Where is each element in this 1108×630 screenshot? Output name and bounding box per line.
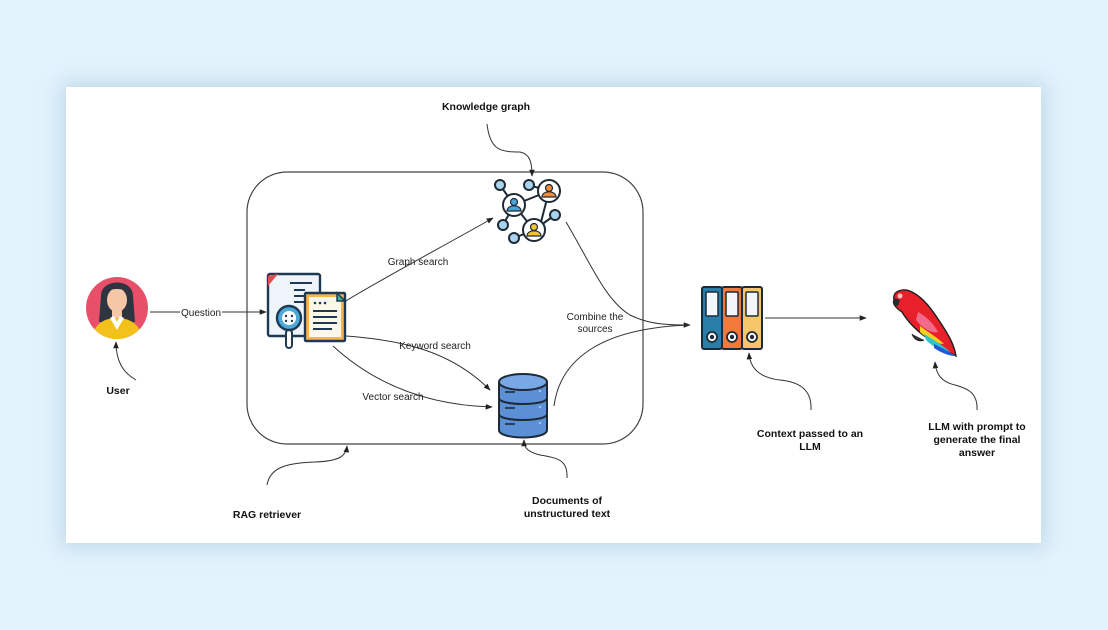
document-search-icon [266, 272, 347, 349]
knowledge-graph-label: Knowledge graph [442, 101, 530, 113]
documents-label-line2: unstructured text [524, 508, 611, 520]
knowledge-graph-icon [494, 179, 561, 244]
context-label-line2: LLM [799, 441, 821, 453]
keyword-search-edge [345, 335, 491, 391]
user-label: User [106, 385, 129, 397]
combine-label-line2: sources [577, 324, 612, 335]
rag-retriever-pointer [266, 445, 350, 486]
binders-icon [701, 286, 763, 350]
combine-label-line1: Combine the [567, 312, 624, 323]
combine-edge-from-database [553, 324, 691, 407]
rag-retriever-box [246, 171, 644, 445]
diagram-card [66, 87, 1041, 543]
llm-label-line2: generate the final [934, 434, 1021, 446]
graph-search-label: Graph search [388, 257, 449, 268]
rag-retriever-label: RAG retriever [233, 509, 301, 521]
question-edge-label: Question [181, 308, 221, 319]
user-pointer-arrow [113, 341, 137, 381]
llm-label-line1: LLM with prompt to [928, 421, 1025, 433]
context-pointer [746, 352, 812, 411]
database-icon [498, 373, 548, 439]
documents-pointer [521, 439, 568, 479]
llm-label-line3: answer [959, 447, 995, 459]
user-avatar-icon [86, 277, 148, 339]
combine-edge-from-graph [565, 221, 691, 328]
context-label-line1: Context passed to an [757, 428, 863, 440]
documents-label-line1: Documents of [532, 495, 603, 507]
parrot-icon [892, 289, 957, 358]
vector-search-edge [332, 345, 493, 410]
knowledge-graph-pointer [486, 123, 535, 177]
llm-pointer [932, 361, 978, 411]
graph-search-edge [343, 217, 494, 303]
vector-search-label: Vector search [362, 392, 423, 403]
keyword-search-label: Keyword search [399, 341, 471, 352]
